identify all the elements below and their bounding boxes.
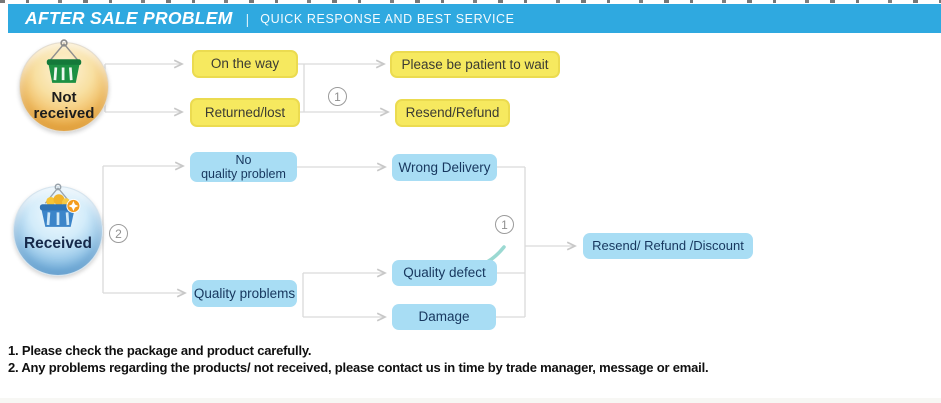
note-line-2: 2. Any problems regarding the products/ …: [8, 360, 709, 375]
node-wrong-delivery: Wrong Delivery: [392, 154, 497, 181]
header-subtitle: QUICK RESPONSE AND BEST SERVICE: [260, 11, 515, 26]
cropped-text-remnant: [0, 0, 941, 3]
green-basket-icon: [35, 36, 93, 93]
header-bar: AFTER SALE PROBLEM | QUICK RESPONSE AND …: [8, 4, 941, 33]
node-quality-problems: Quality problems: [192, 280, 297, 307]
node-please-be-patient: Please be patient to wait: [390, 51, 560, 78]
step-badge-2: 2: [109, 224, 128, 243]
node-resend-refund-discount: Resend/ Refund /Discount: [583, 233, 753, 259]
source-not-received-label: Not received: [33, 88, 95, 122]
node-on-the-way: On the way: [192, 50, 298, 78]
header-title: AFTER SALE PROBLEM: [25, 8, 233, 28]
note-line-1: 1. Please check the package and product …: [8, 343, 312, 358]
bottom-band: [0, 398, 941, 403]
node-damage: Damage: [392, 304, 496, 330]
source-received: Received: [13, 183, 103, 276]
node-resend-refund: Resend/Refund: [395, 99, 510, 127]
step-badge-1-bottom: 1: [495, 215, 514, 234]
source-not-received: Not received: [19, 39, 109, 132]
node-quality-defect: Quality defect: [392, 260, 497, 286]
node-returned-lost: Returned/lost: [190, 98, 300, 127]
blue-basket-icon: [29, 180, 87, 237]
step-badge-1-top: 1: [328, 87, 347, 106]
header-divider: |: [245, 10, 250, 27]
node-no-quality-problem: No quality problem: [190, 152, 297, 182]
source-received-label: Received: [23, 235, 93, 253]
